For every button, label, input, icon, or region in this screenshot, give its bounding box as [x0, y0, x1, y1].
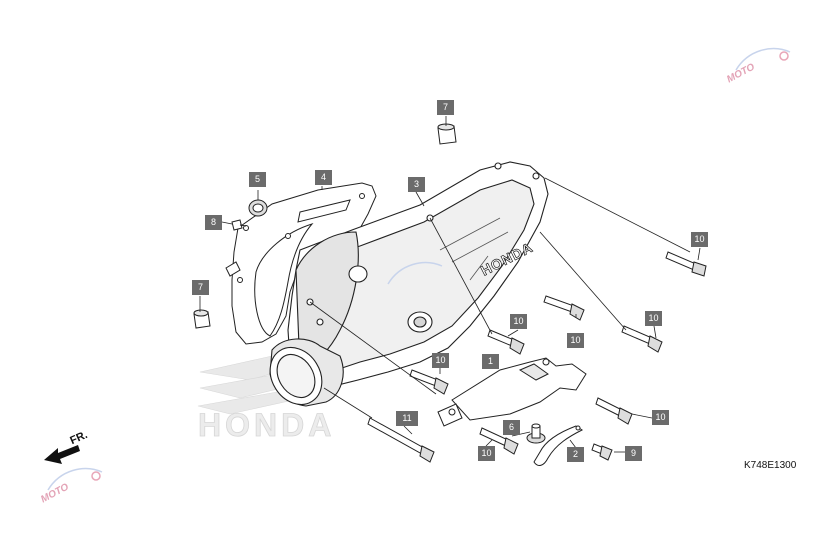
- callout-10-center: 10: [510, 314, 527, 329]
- drawing-code: K748E1300: [744, 460, 797, 471]
- left-crankcase-cover: HONDA: [287, 161, 549, 397]
- small-screw: [231, 219, 247, 231]
- callout-2: 2: [567, 447, 584, 462]
- leader-lines: [199, 116, 701, 453]
- callout-7-lower: 7: [192, 280, 209, 295]
- callout-10-right-low: 10: [652, 410, 669, 425]
- callout-10-left-center: 10: [432, 353, 449, 368]
- callout-10-center-right: 10: [567, 333, 584, 348]
- callout-7-upper: 7: [437, 100, 454, 115]
- callout-10-right: 10: [645, 311, 662, 326]
- callout-1: 1: [482, 354, 499, 369]
- oil-seal: [248, 199, 268, 217]
- callout-10-upper-right: 10: [691, 232, 708, 247]
- callout-6: 6: [503, 420, 520, 435]
- damper-grommet: [526, 423, 546, 444]
- dowel-pin-lower: [193, 309, 211, 329]
- svg-text:HONDA: HONDA: [198, 407, 335, 443]
- air-intake-duct: [269, 338, 344, 407]
- dowel-pin-upper: [437, 123, 457, 145]
- flange-bolts: [367, 251, 707, 463]
- callout-8: 8: [205, 215, 222, 230]
- front-direction-arrow-icon: [44, 445, 80, 464]
- moto-watermark-logo-icon: [47, 47, 791, 491]
- callout-10-lower: 10: [478, 446, 495, 461]
- callout-3: 3: [408, 177, 425, 192]
- callout-4: 4: [315, 170, 332, 185]
- clamp-part: [533, 425, 583, 466]
- cover-bracket: [437, 357, 587, 427]
- callout-11: 11: [396, 411, 418, 426]
- callout-9: 9: [625, 446, 642, 461]
- callout-5: 5: [249, 172, 266, 187]
